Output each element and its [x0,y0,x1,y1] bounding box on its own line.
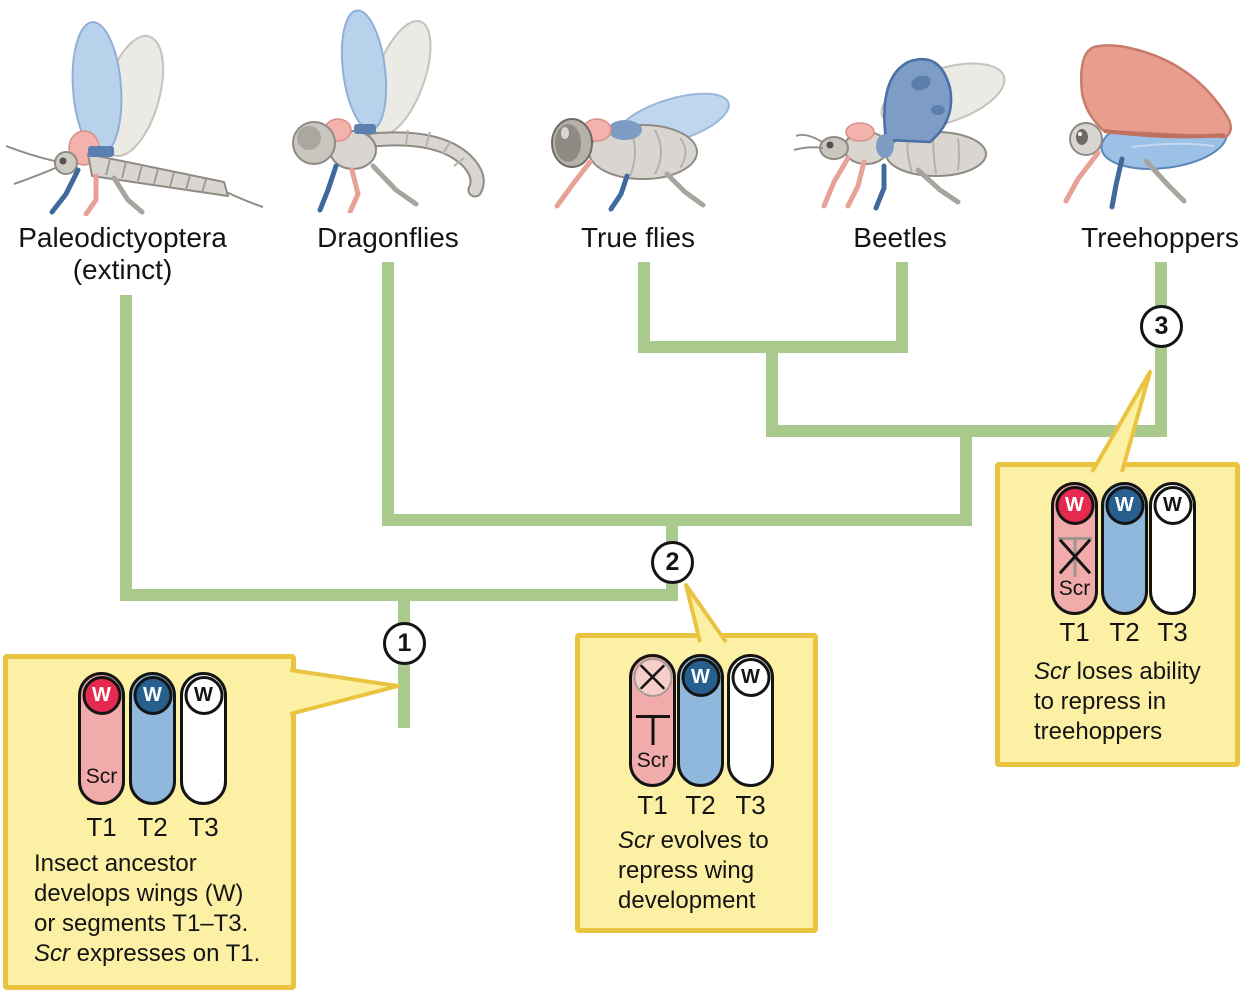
callout-3-caption: Scr loses ability to repress in treehopp… [1034,657,1201,747]
caption-line: Scr evolves to [618,827,769,854]
segment-label-t2: T2 [137,812,168,842]
segment-capsule-t2: W [129,672,176,805]
segment-label-t1: T1 [86,812,117,842]
segment-capsule-t1: Scr [629,654,676,787]
dragonfly-fore-wing [340,9,388,131]
scr-gene-label: Scr [636,749,669,772]
callout-1-caption: Insect ancestor develops wings (W) or se… [34,849,260,969]
wing-badge-white: W [1153,486,1192,525]
caption-line: Scr loses ability [1034,658,1201,685]
taxon-label-treehoppers: Treehoppers [1070,222,1250,254]
callout-box-3: W Scr W W T1 T2 T3 Scr loses ability to … [995,462,1240,767]
event-number: 2 [665,548,680,576]
beetle-elytron [883,57,953,144]
taxon-label-paleodictyoptera: Paleodictyoptera (extinct) [0,222,245,286]
caption-line: to repress in [1034,688,1167,715]
wing-letter: W [691,666,710,688]
branch-tip-true-flies [638,262,650,353]
taxon-sublabel: (extinct) [72,254,173,285]
caption-line: Insect ancestor [34,850,197,877]
segment-label-t1: T1 [637,790,668,820]
true-fly-illustration [551,92,730,212]
segment-capsule-t3: W [1149,482,1196,615]
wing-letter: W [1065,494,1084,516]
callout-box-2: Scr W W T1 T2 T3 Scr evolves to repress … [575,633,818,933]
segment-capsule-t3: W [727,654,774,787]
wing-letter: W [1115,494,1134,516]
wing-badge-red: W [1055,486,1094,525]
wing-crossed-out-icon [633,658,672,697]
caption-line: treehoppers [1034,718,1163,745]
caption-line: repress wing [618,857,755,884]
paleodictyoptera-illustration [5,21,264,216]
branch-descender-treehopper-clade [960,425,972,526]
taxon-name: Paleodictyoptera [18,222,227,253]
caption-line: development [618,887,756,914]
branch-tip-dragonflies [382,262,394,526]
beetle-illustration [793,57,1006,211]
wing-badge-blue: W [1105,486,1144,525]
branch-descender-flies-beetles [766,341,778,437]
caption-line: develops wings (W) [34,880,244,907]
dragonfly-illustration [292,9,485,213]
wing-badge-blue: W [133,676,172,715]
wing-letter: W [1163,494,1182,516]
event-number: 1 [397,629,412,657]
segment-capsule-t3: W [180,672,227,805]
wing-letter: W [92,684,111,706]
wing-letter: W [143,684,162,706]
callout-2-caption: Scr evolves to repress wing development [618,826,769,916]
segment-label-t1: T1 [1059,617,1090,647]
taxon-name: Dragonflies [317,222,459,253]
segment-label-t3: T3 [735,790,766,820]
scr-gene-label: Scr [1058,577,1091,600]
wing-letter: W [194,684,213,706]
treehopper-helmet [1080,44,1232,139]
wing-badge-white: W [184,676,223,715]
paleo-abdomen [87,153,229,197]
wing-badge-red: W [82,676,121,715]
event-marker-3: 3 [1140,305,1183,348]
caption-line: or segments T1–T3. [34,910,249,937]
taxon-name: True flies [580,222,696,253]
wing-badge-white: W [731,658,770,697]
event-number: 3 [1154,312,1169,340]
scr-gene-label: Scr [85,765,118,788]
branch-tip-paleodictyoptera [120,295,132,601]
callout-1-tail [289,668,400,716]
segment-capsule-t2: W [677,654,724,787]
wing-letter: W [741,666,760,688]
wing-badge-blue: W [681,658,720,697]
taxon-label-true-flies: True flies [538,222,738,254]
repression-stem-icon [651,715,654,745]
branch-tip-beetles [896,262,908,353]
callout-3-tail [1090,370,1152,474]
segment-capsule-t1: W Scr [1051,482,1098,615]
segment-capsule-t2: W [1101,482,1148,615]
taxon-name: Treehoppers [1081,222,1239,253]
segment-label-t3: T3 [188,812,219,842]
treehopper-illustration [1063,44,1232,210]
branch-tip-treehoppers [1155,262,1167,437]
event-marker-1: 1 [383,622,426,665]
segment-label-t2: T2 [1109,617,1140,647]
segment-label-t2: T2 [685,790,716,820]
taxon-label-dragonflies: Dragonflies [288,222,488,254]
segment-label-t3: T3 [1157,617,1188,647]
taxon-name: Beetles [853,222,947,253]
callout-box-1: W Scr W W T1 T2 T3 Insect ancestor devel… [3,654,296,990]
caption-line: Scr expresses on T1. [34,940,261,967]
event-marker-2: 2 [651,541,694,584]
taxon-label-beetles: Beetles [800,222,1000,254]
segment-capsule-t1: W Scr [78,672,125,805]
